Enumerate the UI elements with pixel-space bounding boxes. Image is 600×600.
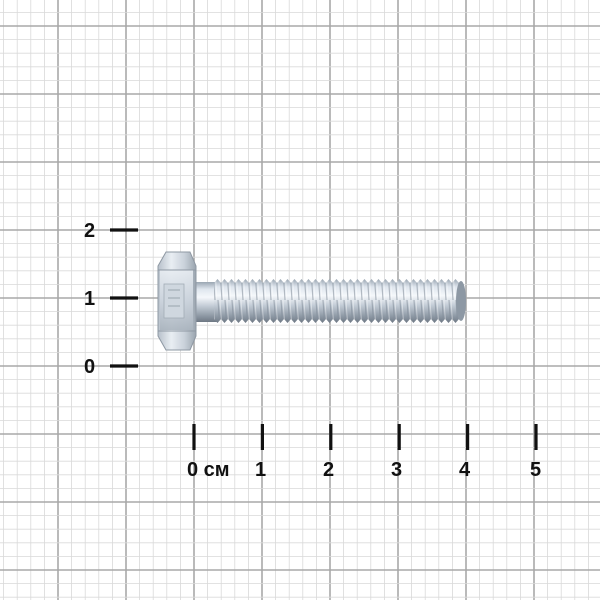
horizontal-label-3: 3 xyxy=(391,459,403,481)
horizontal-label-4: 4 xyxy=(459,459,471,481)
horizontal-label-5: 5 xyxy=(530,459,542,481)
vertical-label-2: 2 xyxy=(84,220,96,242)
horizontal-label-1: 1 xyxy=(255,459,267,481)
vertical-label-1: 1 xyxy=(84,288,96,310)
horizontal-label-0: 0 см xyxy=(187,459,230,481)
vertical-label-0: 0 xyxy=(84,356,96,378)
horizontal-label-2: 2 xyxy=(323,459,335,481)
